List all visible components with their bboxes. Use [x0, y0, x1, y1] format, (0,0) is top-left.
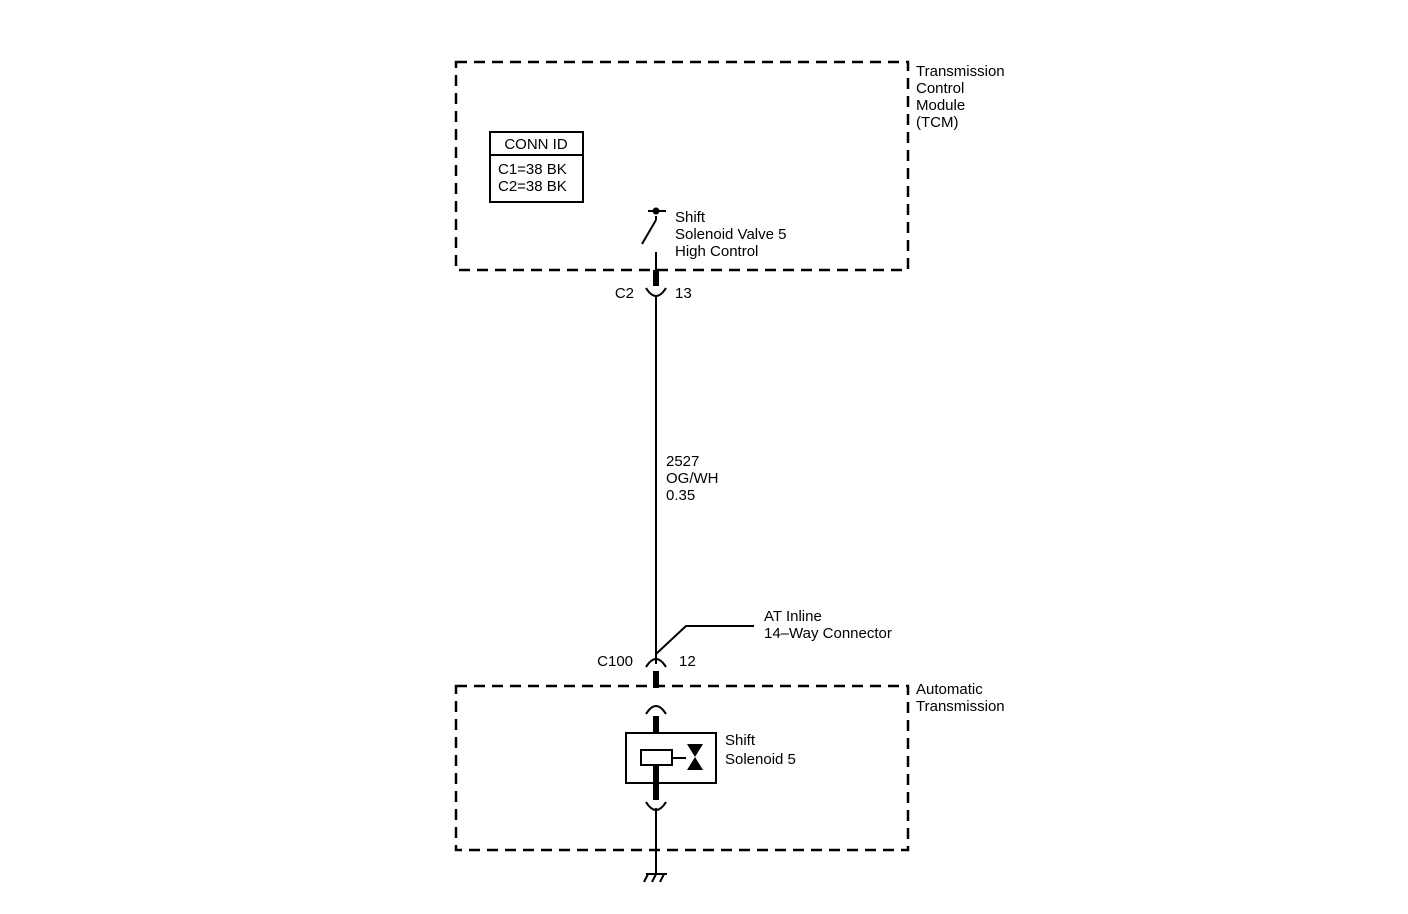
- tcm-module-boundary: [454, 60, 910, 272]
- connector-c100-name: C100: [597, 653, 633, 670]
- ground-icon: [643, 873, 667, 883]
- connector-c100-pin: 12: [679, 653, 696, 670]
- conn-id-table: CONN ID C1=38 BK C2=38 BK: [489, 131, 584, 203]
- connector-c2-symbol: [645, 270, 667, 297]
- connector-c2-pin: 13: [675, 285, 692, 302]
- conn-id-row: C2=38 BK: [498, 178, 567, 195]
- c100-callout-leader: [655, 625, 754, 655]
- transmission-module-label: Automatic Transmission: [916, 681, 1005, 715]
- conn-id-header: CONN ID: [504, 136, 568, 153]
- tcm-module-label: Transmission Control Module (TCM): [916, 63, 1009, 131]
- solenoid-lower-connector: [645, 783, 667, 811]
- wire-circuit-label: 2527 OG/WH 0.35: [666, 453, 723, 504]
- c100-callout-label: AT Inline 14–Way Connector: [764, 608, 892, 642]
- valve-icon: [687, 744, 703, 770]
- connector-c2-name: C2: [615, 285, 634, 302]
- switch-symbol: [641, 207, 666, 270]
- solenoid-label: Shift Solenoid 5: [725, 732, 796, 768]
- transmission-module-boundary: [454, 684, 910, 852]
- solenoid-upper-connector: [645, 705, 667, 733]
- shift-solenoid-symbol: [625, 732, 717, 784]
- conn-id-row: C1=38 BK: [498, 161, 567, 178]
- switch-label: Shift Solenoid Valve 5 High Control: [675, 209, 791, 260]
